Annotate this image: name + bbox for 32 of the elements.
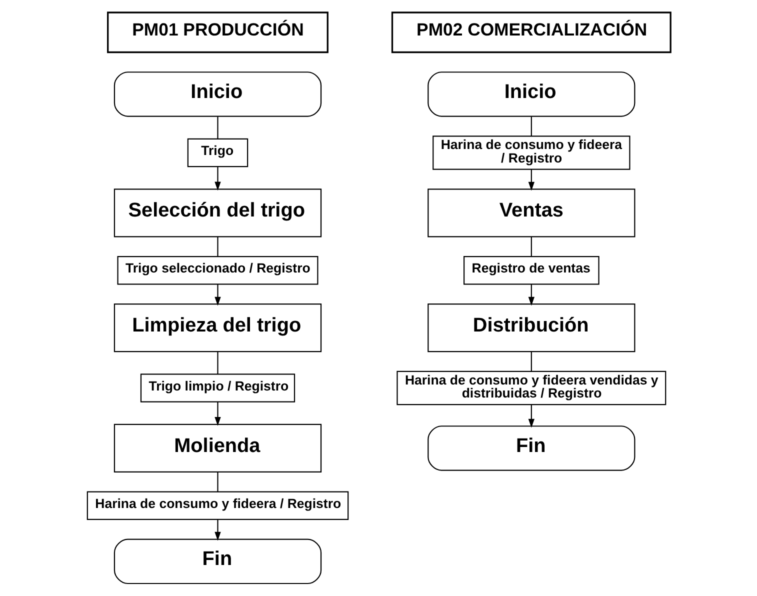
- node-box: Molienda: [113, 424, 322, 472]
- node-box: PM02 COMERCIALIZACIÓN: [390, 12, 671, 54]
- connector: [530, 236, 532, 256]
- arrow: [528, 169, 534, 191]
- node-box: Harina de consumo y fideera vendidas y distribuidas / Registro: [396, 370, 666, 406]
- node-box: Distribución: [427, 304, 635, 352]
- node-box: Trigo limpio / Registro: [140, 374, 295, 402]
- node-box: Trigo: [186, 138, 248, 168]
- arrow: [214, 402, 220, 426]
- node-box: Fin: [113, 538, 322, 584]
- connector: [216, 236, 218, 256]
- connector: [216, 116, 218, 139]
- node-box: Ventas: [427, 188, 635, 238]
- arrow: [214, 284, 220, 306]
- node-box: Registro de ventas: [463, 256, 599, 285]
- node-box: Inicio: [113, 72, 322, 117]
- node-box: Harina de consumo y fideera / Registro: [86, 491, 348, 520]
- connector: [216, 472, 218, 492]
- arrow: [528, 284, 534, 306]
- node-box: Selección del trigo: [113, 188, 322, 238]
- arrow: [214, 166, 220, 191]
- arrow: [528, 404, 534, 428]
- connector: [530, 116, 532, 136]
- connector: [216, 352, 218, 374]
- node-box: Fin: [427, 426, 635, 471]
- node-box: PM01 PRODUCCIÓN: [106, 12, 328, 54]
- node-box: Harina de consumo y fideera / Registro: [432, 136, 630, 170]
- arrow: [214, 520, 220, 541]
- node-box: Inicio: [427, 72, 635, 117]
- node-box: Trigo seleccionado / Registro: [116, 256, 318, 285]
- node-box: Limpieza del trigo: [113, 304, 322, 352]
- connector: [530, 352, 532, 372]
